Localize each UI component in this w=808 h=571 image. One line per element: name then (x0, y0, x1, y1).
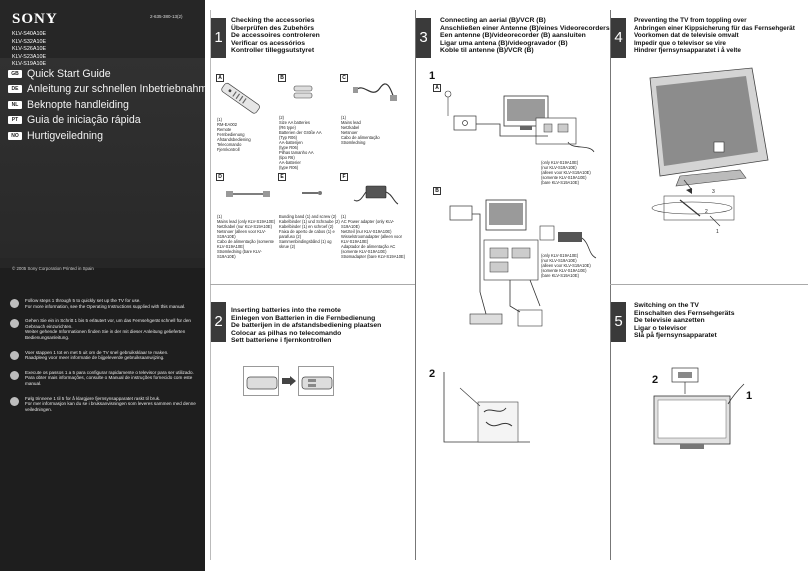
copyright-text: © 2005 Sony Corporation Printed in Spain (12, 266, 94, 271)
step-number-5: 5 (611, 302, 626, 342)
item-label-b: B (278, 74, 286, 82)
callout-2: 2 (652, 374, 659, 386)
language-title: Guia de iniciação rápida (27, 114, 141, 127)
language-code-badge: GB (8, 69, 22, 78)
step-number-3: 3 (416, 18, 431, 58)
item-description: (2) Size AA batteries (R6 type) Batterie… (279, 115, 322, 170)
language-code-badge: NO (8, 131, 22, 140)
column-divider (610, 10, 611, 560)
bullet-icon (10, 370, 19, 380)
language-row: DE Anleitung zur schnellen Inbetriebnahme (8, 82, 205, 98)
sub-step-1: 1 (429, 70, 436, 82)
language-row: GB Quick Start Guide (8, 66, 205, 82)
step-number-4: 4 (611, 18, 626, 58)
bullet-icon (10, 299, 19, 308)
bunding-band-icon (302, 191, 322, 195)
language-code-badge: PT (8, 116, 22, 125)
language-code-badge: NL (8, 100, 22, 109)
cable-routing-illustration (443, 372, 530, 443)
model-item: KLV-S19A10E (12, 61, 47, 68)
model-note: (only KLV-S19A10E) (nur KLV-S19A10E) (al… (541, 160, 591, 185)
aerial-connection-diagram (444, 90, 595, 153)
item-label-a: A (216, 74, 224, 82)
step-note: Voer stappen 1 tot en met 5 uit om de TV… (10, 350, 202, 361)
callout-1: 1 (716, 229, 719, 235)
language-title: Quick Start Guide (27, 67, 111, 80)
language-list: GB Quick Start Guide DE Anleitung zur schn… (8, 66, 205, 144)
mains-lead-icon (353, 83, 397, 101)
model-note: (only KLV-S19A10E) (nur KLV-S19A10E) (al… (541, 253, 591, 278)
remote-control-icon (221, 82, 260, 114)
bullet-icon (10, 396, 19, 406)
step3-heading: Connecting an aerial (B)/VCR (B) Anschli… (440, 17, 621, 55)
column-divider (415, 10, 416, 560)
callout-2: 2 (705, 209, 708, 215)
model-item: KLV-S40A10E (12, 31, 47, 37)
mains-lead-icon (226, 191, 270, 197)
item-label-c: C (340, 74, 348, 82)
language-row: NL Beknopte handleiding (8, 97, 205, 113)
step-note: Follow steps 1 through 5 to quickly set … (10, 298, 202, 309)
item-description: (1) Mains lead (only KLV-S19A10E) Netzka… (217, 214, 276, 259)
item-description: (1) RM-EA002 Remote Fernbedienung Afstan… (217, 117, 251, 152)
language-row: NO Hurtigveiledning (8, 128, 205, 144)
step-notes: Follow steps 1 through 5 to quickly set … (10, 298, 202, 421)
callout-3: 3 (712, 189, 715, 195)
vcr-connection-diagram (449, 199, 597, 327)
step4-heading: Preventing the TV from toppling over Anb… (634, 17, 795, 55)
step-note: Execute os passos 1 a 5 para configurar … (10, 370, 202, 387)
panel-label-b: B (433, 187, 441, 195)
column-divider (210, 10, 211, 560)
callout-1: 1 (746, 390, 753, 402)
language-title: Hurtigveiledning (27, 129, 103, 142)
step-number-2: 2 (211, 302, 226, 342)
item-description: (1) Mains lead Netzkabel Netsnoer Cabo d… (341, 115, 380, 145)
language-title: Beknopte handleiding (27, 98, 129, 111)
document-number: 2-635-380-13(2) (150, 14, 183, 19)
step1-heading: Checking the accessories Überprüfen des … (231, 17, 320, 55)
bullet-icon (10, 350, 19, 360)
item-description: Bunding band (1) and screw (2) Kabelbind… (279, 214, 340, 249)
item-description: (1) AC Power adapter (only KLV- S19A10E)… (341, 214, 406, 259)
cover-panel: SONY 2-635-380-13(2) KLV-S40A10E KLV-S32… (0, 0, 205, 571)
item-label-e: E (278, 173, 286, 181)
language-code-badge: DE (8, 85, 22, 94)
tv-power-on-illustration (653, 367, 745, 449)
model-item: KLV-S23A10E (12, 53, 47, 60)
arrow-right-icon (282, 376, 296, 386)
step-note: Gehen Sie ein in Schritt 1 bis 5 erläute… (10, 318, 202, 340)
sony-logo: SONY (12, 11, 58, 27)
step-note: Følg trinnene 1 til 5 for å klargjøre fj… (10, 396, 202, 413)
remote-battery-cover-illustration (243, 366, 279, 396)
battery-icon (293, 85, 313, 99)
anti-topple-illustration (649, 67, 769, 227)
item-label-d: D (216, 173, 224, 181)
model-item: KLV-S26A10E (12, 46, 47, 53)
ac-adapter-icon (353, 185, 399, 205)
model-item: KLV-S32A10E (12, 38, 47, 45)
item-label-f: F (340, 173, 348, 181)
remote-batteries-inserted-illustration (298, 366, 334, 396)
language-title: Anleitung zur schnellen Inbetriebnahme (27, 83, 205, 96)
bullet-icon (10, 319, 19, 329)
language-row: PT Guia de iniciação rápida (8, 113, 205, 129)
sub-step-2: 2 (429, 368, 436, 380)
model-list: KLV-S40A10E KLV-S32A10E KLV-S26A10E KLV-… (12, 31, 46, 69)
step2-heading: Inserting batteries into the remote Einl… (231, 307, 382, 345)
step5-heading: Switching on the TV Einschalten des Fern… (634, 302, 735, 340)
panel-label-a: A (433, 84, 441, 92)
step-number-1: 1 (211, 18, 226, 58)
